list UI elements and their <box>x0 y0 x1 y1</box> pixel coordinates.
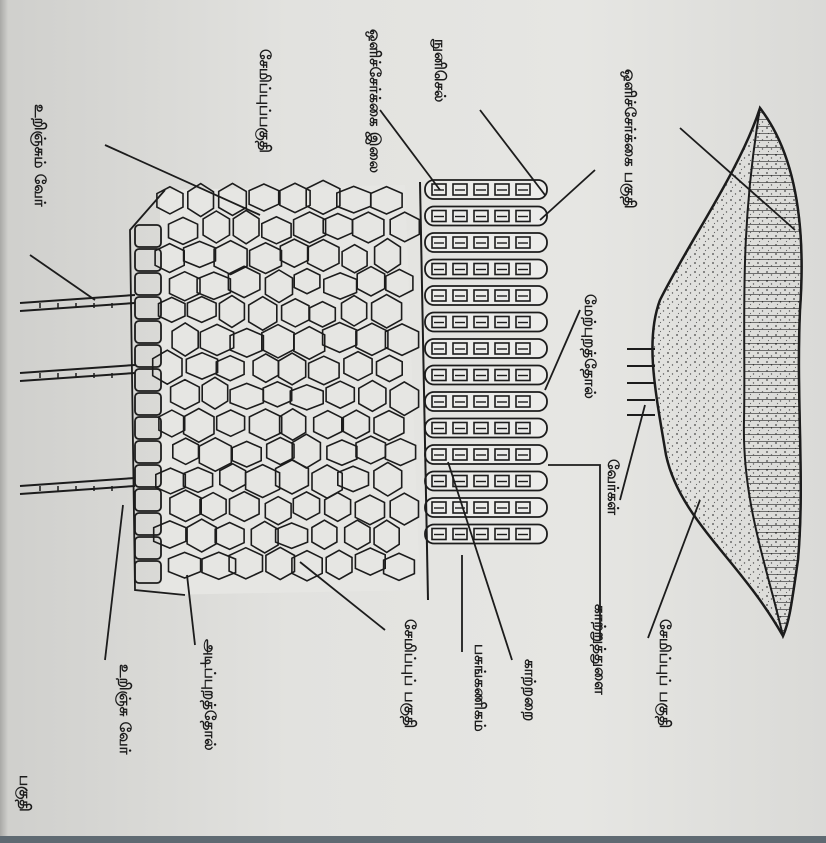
lower-epidermis-cell <box>135 249 161 271</box>
lower-epidermis-cell <box>135 441 161 463</box>
label-page-fragment: பகுதி <box>16 775 34 835</box>
label-veins: வேர்கள் <box>604 459 622 539</box>
leader-absorbing-root <box>30 255 95 300</box>
label-sunlight-part-top: ஒளிச்சேர்க்கை பகுதி <box>621 69 639 199</box>
label-absorbing-root: உறிஞ்சும் வேர் <box>31 104 49 224</box>
leader-storage-part-top <box>648 500 700 638</box>
leader-lower-epidermis <box>545 310 580 390</box>
lower-epidermis-cell <box>135 225 161 247</box>
lower-epidermis-cell <box>135 513 161 535</box>
root-hair <box>20 295 135 311</box>
label-lower-epidermis: மேற்புறத்தோல் <box>581 294 599 414</box>
lower-epidermis-cell <box>135 537 161 559</box>
label-storage-part-left: சேமிப்புப்பகுதி <box>256 49 274 169</box>
lower-epidermis-cell <box>135 393 161 415</box>
label-lower-skin: அடிப்புறத்தோல் <box>201 639 219 769</box>
label-root-hair: உறிஞ்சு வேர் <box>116 664 134 774</box>
lower-epidermis-cell <box>135 561 161 583</box>
label-chlorophyll: பசுங்கணிகம் <box>471 644 489 754</box>
root-hair <box>20 478 135 494</box>
label-sunlight-part-left: ஒளிச்சேர்க்கை இலை <box>366 29 384 169</box>
leader-air-cavity <box>448 462 512 660</box>
lower-epidermis-cell <box>135 489 161 511</box>
leader-lower-epidermis-2 <box>540 170 595 220</box>
lower-epidermis-cell <box>135 297 161 319</box>
label-storage-part-bottom: சேமிப்புப் பகுதி <box>401 619 419 749</box>
leader-root-hair <box>105 505 123 660</box>
root-hair <box>20 365 135 381</box>
label-air-space: காற்றுத்துளை <box>591 604 609 714</box>
lower-epidermis-cell <box>135 273 161 295</box>
label-storage-part-top: சேமிப்புப் பகுதி <box>656 619 674 749</box>
label-air-cavity: காற்றறை <box>521 659 539 739</box>
leaf-overview <box>627 108 802 636</box>
lower-epidermis-cell <box>135 417 161 439</box>
label-photosynthetic-cell: நுனிசெல் <box>431 39 449 139</box>
page-bottom-edge <box>0 836 826 843</box>
lower-epidermis-cell <box>135 321 161 343</box>
lower-epidermis-cell <box>135 369 161 391</box>
overview-roots <box>627 349 655 415</box>
lower-epidermis-cell <box>135 465 161 487</box>
leader-veins <box>620 405 645 500</box>
